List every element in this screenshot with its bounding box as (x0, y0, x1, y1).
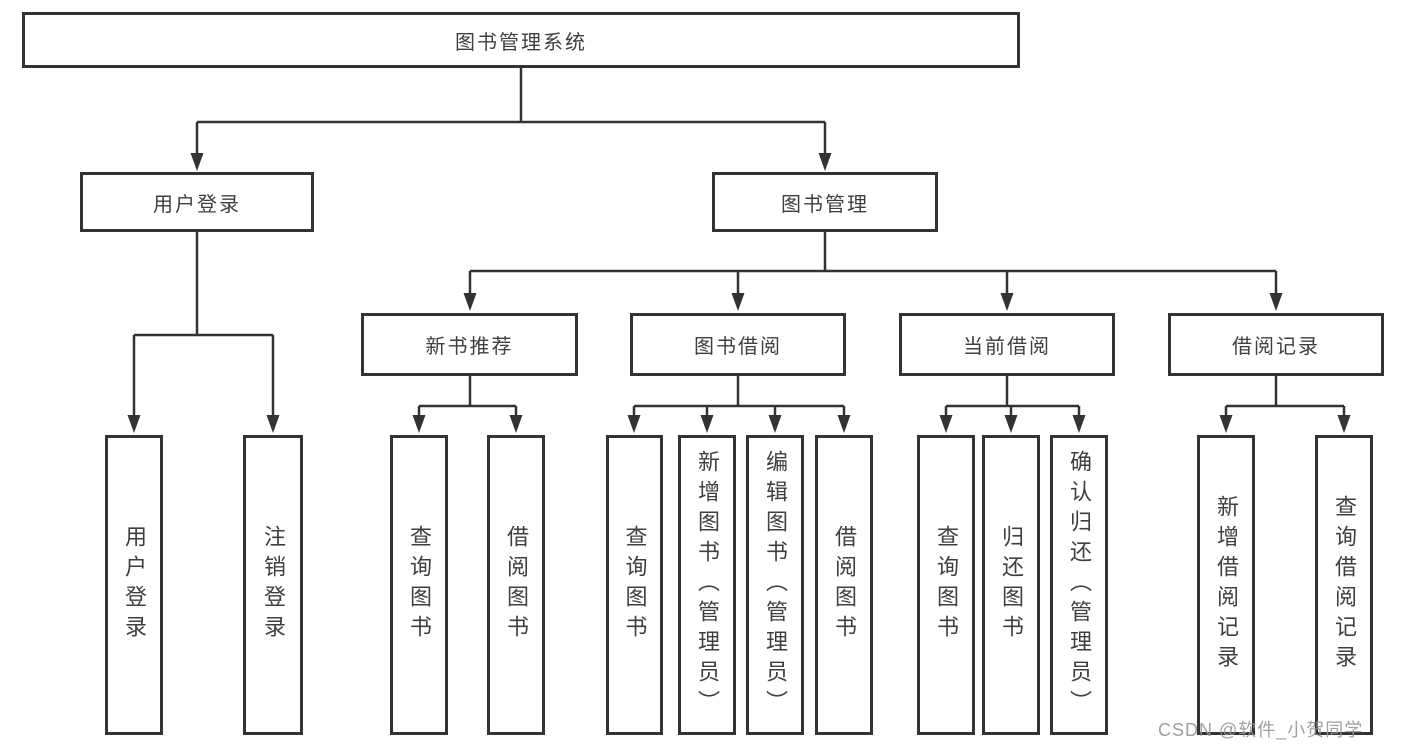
leaf-query-borrow-record: 查询借阅记录 (1315, 435, 1373, 735)
node-label: 借阅图书 (504, 525, 529, 645)
node-label: 新书推荐 (425, 336, 514, 358)
node-label: 当前借阅 (963, 336, 1051, 358)
node-label: 图书借阅 (694, 336, 782, 358)
leaf-return-books: 归还图书 (982, 435, 1040, 735)
node-new-book-recommend: 新书推荐 (361, 313, 578, 376)
leaf-confirm-return-admin: 确认归还（管理员） (1050, 435, 1108, 735)
leaf-borrow-books-1: 借阅图书 (487, 435, 545, 735)
node-current-borrow: 当前借阅 (899, 313, 1115, 376)
leaf-borrow-books-2: 借阅图书 (815, 435, 873, 735)
node-label: 借阅记录 (1232, 336, 1320, 358)
node-label: 用户登录 (153, 193, 241, 216)
leaf-add-borrow-record: 新增借阅记录 (1197, 435, 1255, 735)
node-label: 编辑图书（管理员） (763, 450, 788, 720)
leaf-add-books-admin: 新增图书（管理员） (678, 435, 736, 735)
node-label: 图书管理 (781, 193, 869, 216)
node-label: 注销登录 (261, 525, 286, 645)
node-label: 查询图书 (934, 525, 959, 645)
node-label: 归还图书 (999, 525, 1024, 645)
node-label: 用户登录 (122, 525, 147, 645)
node-label: 图书管理系统 (455, 31, 587, 54)
csdn-watermark: CSDN @软件_小贺同学 (1158, 720, 1364, 740)
node-user-login-branch: 用户登录 (80, 172, 314, 232)
node-book-borrow: 图书借阅 (630, 313, 846, 376)
leaf-edit-books-admin: 编辑图书（管理员） (746, 435, 804, 735)
node-label: 查询借阅记录 (1332, 495, 1357, 675)
node-label: 查询图书 (622, 525, 648, 645)
leaf-query-books-3: 查询图书 (917, 435, 975, 735)
node-library-management-system: 图书管理系统 (22, 12, 1020, 68)
node-label: 新增借阅记录 (1214, 495, 1239, 675)
node-label: 确认归还（管理员） (1067, 450, 1092, 720)
leaf-query-books-2: 查询图书 (606, 435, 663, 735)
node-label: 查询图书 (407, 525, 432, 645)
node-book-management-branch: 图书管理 (712, 172, 938, 232)
leaf-query-books-1: 查询图书 (390, 435, 448, 735)
leaf-user-login: 用户登录 (105, 435, 163, 735)
node-label: 借阅图书 (832, 525, 857, 645)
leaf-logout: 注销登录 (243, 435, 303, 735)
node-borrow-record: 借阅记录 (1168, 313, 1384, 376)
node-label: 新增图书（管理员） (695, 450, 720, 720)
